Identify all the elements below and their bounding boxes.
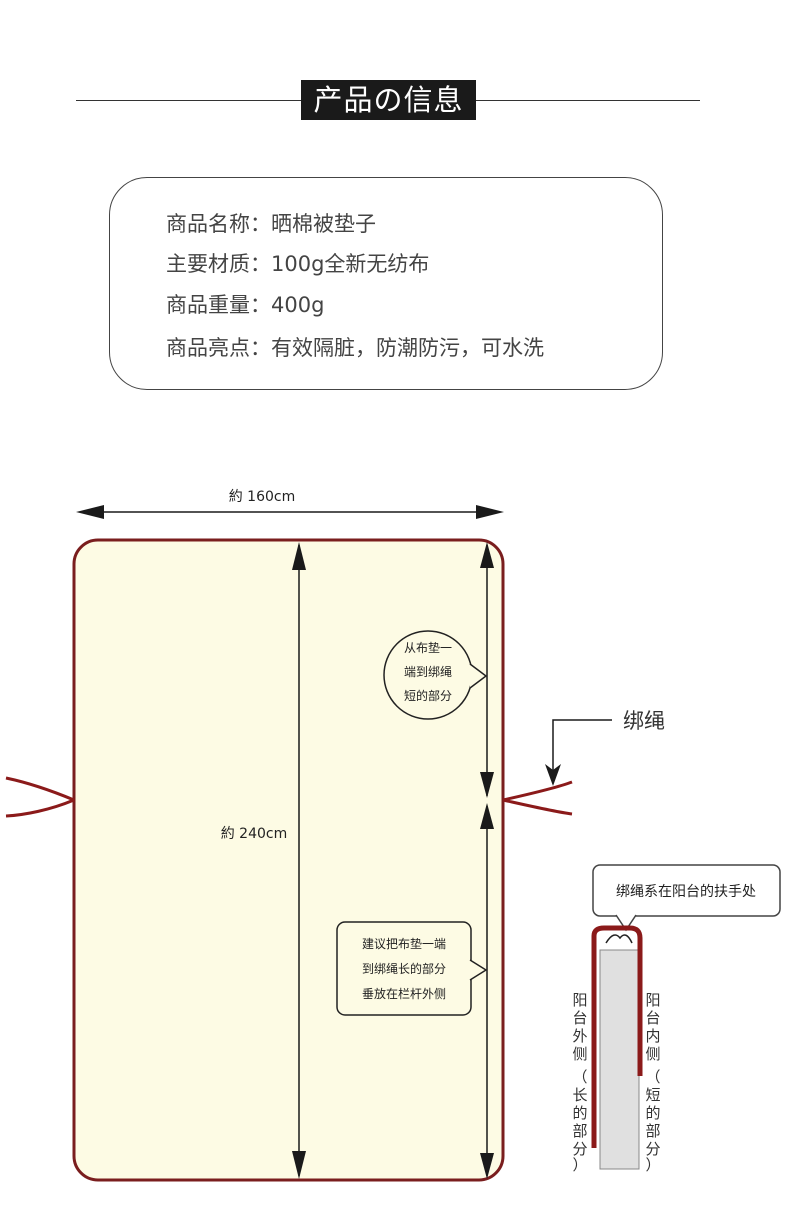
inside-label-char: 阳 <box>645 991 660 1009</box>
height-label: 約 240cm <box>221 826 288 842</box>
width-label: 約 160cm <box>229 489 296 505</box>
pad-draped <box>591 925 643 1148</box>
inside-label: 阳 台 内 侧 （ 短 的 部 分 ） <box>645 991 660 1174</box>
outside-sub-char: 长 <box>572 1086 587 1104</box>
outside-sub-char: 部 <box>572 1122 587 1140</box>
short-note-line-2: 端到绑绳 <box>404 665 452 679</box>
short-note-line-1: 从布垫一 <box>404 640 452 655</box>
info-row-weight: 商品重量：400g <box>166 293 325 317</box>
long-note-line-2: 到绑绳长的部分 <box>362 961 446 976</box>
long-segment-dimension <box>480 803 494 1179</box>
inside-sub-char: （ <box>645 1068 660 1086</box>
outside-sub-char: 的 <box>572 1104 587 1122</box>
rope-knot <box>605 934 633 944</box>
outside-sub-char: （ <box>572 1068 587 1086</box>
inside-label-char: 侧 <box>645 1045 660 1063</box>
arrow-up-icon <box>480 542 494 568</box>
inside-sub-char: ） <box>645 1156 660 1174</box>
inside-label-char: 内 <box>645 1027 660 1045</box>
outside-label-char: 侧 <box>572 1045 587 1063</box>
inside-sub-char: 短 <box>645 1086 660 1104</box>
arrow-right-icon <box>476 505 504 519</box>
outside-label-char: 阳 <box>572 991 587 1009</box>
outside-sub-char: ） <box>572 1156 587 1174</box>
rope-right <box>502 780 573 816</box>
header-divider-right <box>476 100 700 101</box>
inside-sub-char: 的 <box>645 1104 660 1122</box>
arrow-down-icon <box>480 1153 494 1179</box>
info-row-name: 商品名称：晒棉被垫子 <box>166 212 376 236</box>
arrow-down-icon <box>292 1151 306 1179</box>
arrow-up-icon <box>292 542 306 570</box>
short-part-note: 从布垫一 端到绑绳 短的部分 <box>383 630 488 720</box>
width-dimension: 約 160cm <box>76 489 504 519</box>
inside-sub-char: 分 <box>645 1140 660 1158</box>
outside-label-char: 外 <box>572 1027 587 1045</box>
outside-label-char: 台 <box>572 1009 587 1027</box>
long-note-line-1: 建议把布垫一端 <box>362 936 446 951</box>
inside-label-char: 台 <box>645 1009 660 1027</box>
balcony-note-box <box>592 864 781 917</box>
product-info-card: 商品名称：晒棉被垫子 主要材质：100g全新无纺布 商品重量：400g 商品亮点… <box>109 177 663 390</box>
arrow-down-icon <box>480 772 494 798</box>
section-title: 产品の信息 <box>301 80 476 120</box>
railing-post <box>599 949 640 1170</box>
balcony-side-view: 绑绳系在阳台的扶手处 阳 台 外 侧 （ 长 的 部 分 ） 阳 台 内 侧 （… <box>572 864 781 1174</box>
height-dimension: 約 240cm <box>221 542 306 1179</box>
long-part-note: 建议把布垫一端 到绑绳长的部分 垂放在栏杆外侧 <box>336 921 488 1016</box>
inside-sub-char: 部 <box>645 1122 660 1140</box>
outside-label: 阳 台 外 侧 （ 长 的 部 分 ） <box>572 991 587 1174</box>
rope-left <box>5 776 75 818</box>
rope-label: 绑绳 <box>623 709 665 733</box>
arrow-down-icon <box>545 764 561 786</box>
arrow-left-icon <box>76 505 104 519</box>
short-note-line-3: 短的部分 <box>404 688 452 703</box>
rope-callout: 绑绳 <box>545 709 665 786</box>
balcony-note: 绑绳系在阳台的扶手处 <box>616 884 756 900</box>
long-note-line-3: 垂放在栏杆外侧 <box>362 986 446 1001</box>
header-divider-left <box>76 100 302 101</box>
outside-sub-char: 分 <box>572 1140 587 1158</box>
arrow-up-icon <box>480 803 494 829</box>
info-row-highlights: 商品亮点：有效隔脏，防潮防污，可水洗 <box>166 336 544 360</box>
info-row-material: 主要材质：100g全新无纺布 <box>166 252 430 276</box>
short-segment-dimension <box>480 542 494 798</box>
